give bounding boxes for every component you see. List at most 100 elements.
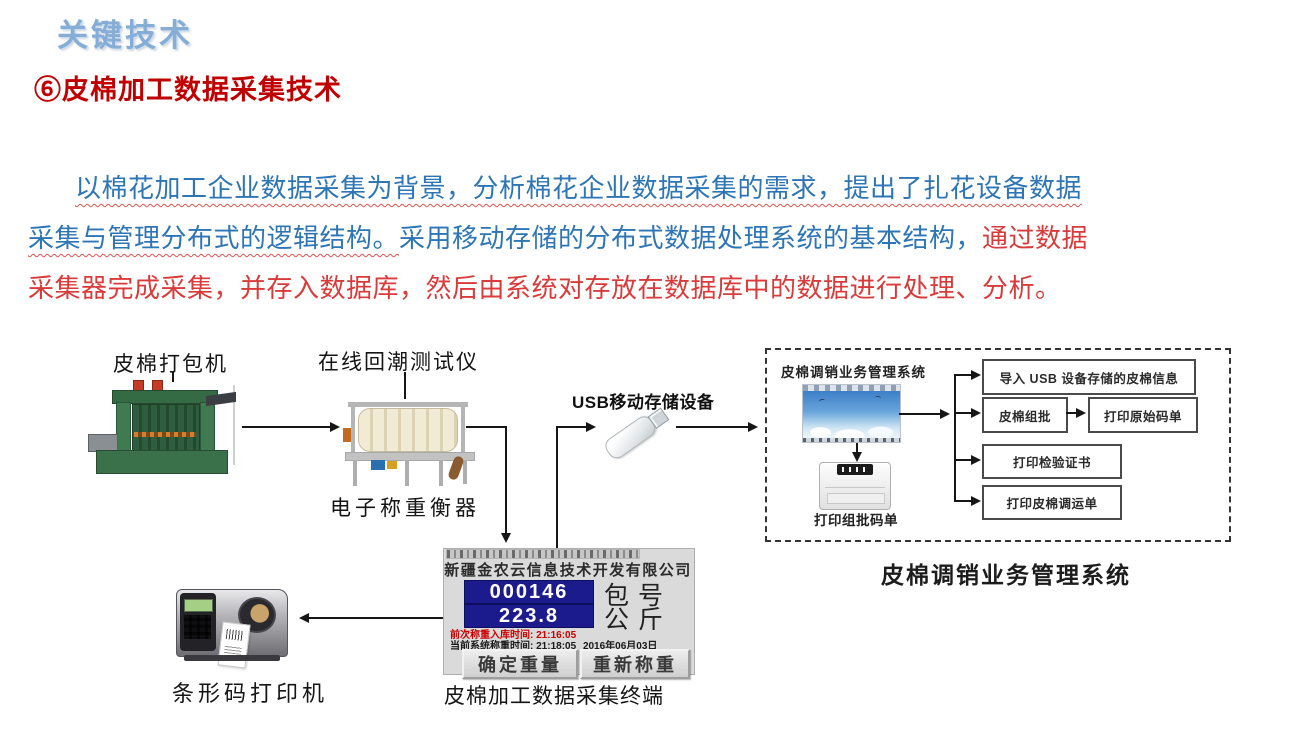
- para-line-3-text: 采集器完成采集，并存入数据库，然后由系统对存放在数据库中的数据进行处理、分析。: [28, 273, 1062, 303]
- tester-leg-1: [353, 460, 357, 486]
- print-batch-label: 打印组批码单: [814, 513, 898, 528]
- reweigh-button[interactable]: 重新称重: [580, 649, 690, 679]
- branch-line-2: [954, 412, 974, 414]
- tester-tank: [358, 408, 458, 452]
- prev-weigh-time: 前次称重入库时间: 21:16:05: [450, 626, 576, 641]
- baler-press-block: [132, 404, 200, 452]
- branch-head-2: [971, 408, 981, 418]
- printer-top-label: [837, 464, 873, 475]
- screenshot-menubar: [803, 385, 900, 391]
- para-line-2: 采集与管理分布式的逻辑结构。采用移动存储的分布式数据处理系统的基本结构，通过数据: [28, 220, 1088, 256]
- terminal-caption: 皮棉加工数据采集终端: [444, 685, 664, 708]
- para-line-2-red: 通过数据: [982, 223, 1089, 253]
- moisture-tester-image: [343, 398, 478, 488]
- arrow-terminal-to-usb-head: [586, 422, 596, 432]
- arrow-tester-to-terminal-h: [466, 426, 507, 428]
- arrow-tester-to-terminal-head: [501, 533, 511, 543]
- terminal-menubar: [446, 549, 640, 559]
- para-line-2-underlined: 采集与管理分布式的逻辑结构。: [28, 223, 400, 253]
- bale-number-display: 000146: [464, 580, 594, 604]
- tester-leg-4: [463, 460, 467, 484]
- tester-deck: [345, 452, 475, 461]
- arrow-tester-to-terminal-v: [505, 426, 507, 534]
- current-weigh-time-value: 21:18:05: [536, 641, 577, 652]
- management-system-box: [765, 348, 1231, 542]
- arrow-baler-to-tester-head: [330, 422, 340, 432]
- baler-right-column: [200, 402, 215, 454]
- baler-label: 皮棉打包机: [113, 353, 228, 376]
- flow-box-print-transfer: 打印皮棉调运单: [982, 485, 1122, 520]
- barcode-label-paper: [217, 621, 251, 669]
- branch-line-3: [954, 459, 974, 461]
- arrow-terminal-to-usb-v: [556, 427, 558, 548]
- arrow-screenshot-to-printer-head: [852, 452, 862, 462]
- branch-line-4: [954, 500, 974, 502]
- barcode-printer-base: [184, 655, 280, 661]
- para-line-3: 采集器完成采集，并存入数据库，然后由系统对存放在数据库中的数据进行处理、分析。: [28, 270, 1062, 306]
- usb-drive-image: [600, 407, 676, 462]
- bale-number-label: 包号: [604, 583, 673, 610]
- arrow-terminal-to-barcode-line: [308, 617, 443, 619]
- weight-display: 223.8: [464, 604, 594, 628]
- system-box-title: 皮棉调销业务管理系统: [781, 365, 926, 380]
- connector-tester-label: [404, 372, 406, 399]
- current-weigh-time: 当前系统称重时间: 21:18:05 2016年06月03日: [450, 637, 657, 652]
- slide-title: 关键技术: [57, 18, 193, 53]
- flow-box-print-certificate: 打印检验证书: [982, 444, 1122, 479]
- baler-roller-row: [134, 432, 196, 437]
- arrow-screenshot-to-flow-head: [940, 409, 950, 419]
- printer-tray: [827, 493, 885, 504]
- screenshot-taskbar: [803, 438, 900, 442]
- weight-label: 公斤: [604, 607, 673, 634]
- tester-leg-3: [439, 460, 443, 486]
- branch-head-1: [971, 370, 981, 380]
- printer-seam: [825, 487, 885, 488]
- arrow-terminal-to-barcode-head: [299, 613, 309, 623]
- tester-post-left: [351, 404, 355, 452]
- office-printer-image: [819, 462, 891, 510]
- bird-icon: [874, 395, 882, 401]
- para-line-1: 以棉花加工企业数据采集为背景，分析棉花企业数据采集的需求，提出了扎花设备数据: [28, 170, 1082, 206]
- system-date: 2016年06月03日: [582, 641, 658, 652]
- tester-motor-yellow: [387, 461, 397, 469]
- software-screenshot-image: [802, 384, 901, 443]
- current-weigh-time-label: 当前系统称重时间:: [450, 641, 534, 652]
- prev-weigh-time-label: 前次称重入库时间:: [450, 630, 534, 641]
- flow-branch-spine: [954, 375, 956, 502]
- barcode-stripes: [225, 629, 244, 642]
- system-caption: 皮棉调销业务管理系统: [881, 562, 1131, 588]
- arrow-screenshot-to-printer-line: [856, 443, 858, 454]
- baler-photo-edge: [233, 385, 235, 465]
- baler-left-column: [116, 402, 131, 454]
- arrow-batch-to-print-line: [1066, 412, 1078, 414]
- barcode-printer-keypad: [184, 615, 211, 639]
- arrow-terminal-to-usb-h: [556, 426, 588, 428]
- branch-head-4: [971, 496, 981, 506]
- tester-valve: [343, 428, 351, 442]
- flow-box-batch: 皮棉组批: [982, 397, 1068, 433]
- para-line-1-text: 以棉花加工企业数据采集为背景，分析棉花企业数据采集的需求，提出了扎花设备数据: [75, 173, 1083, 203]
- tester-leg-2: [405, 460, 409, 486]
- baling-machine-image: [88, 380, 238, 482]
- tester-motor-blue: [371, 460, 385, 470]
- confirm-weight-button[interactable]: 确定重量: [462, 649, 578, 679]
- tester-top-frame: [348, 402, 468, 407]
- terminal-company-name: 新疆金农云信息技术开发有限公司: [444, 563, 692, 579]
- barcode-printer-image: [176, 583, 290, 669]
- screenshot-sky: [803, 391, 900, 438]
- barcode-text-lines: [223, 644, 242, 655]
- tester-post-right: [461, 404, 465, 452]
- arrow-baler-to-tester-line: [242, 426, 330, 428]
- arrow-usb-to-system-line: [676, 426, 748, 428]
- barcode-printer-label: 条形码打印机: [172, 681, 329, 706]
- branch-line-1: [954, 374, 974, 376]
- bird-icon: [818, 398, 826, 404]
- moisture-tester-label: 在线回潮测试仪: [318, 351, 479, 374]
- arrow-batch-to-print-head: [1076, 408, 1086, 418]
- arrow-usb-to-system-head: [748, 422, 758, 432]
- arrow-screenshot-to-flow-line: [899, 413, 942, 415]
- barcode-printer-lcd: [184, 599, 213, 612]
- branch-head-3: [971, 455, 981, 465]
- scale-label: 电子称重衡器: [330, 497, 480, 520]
